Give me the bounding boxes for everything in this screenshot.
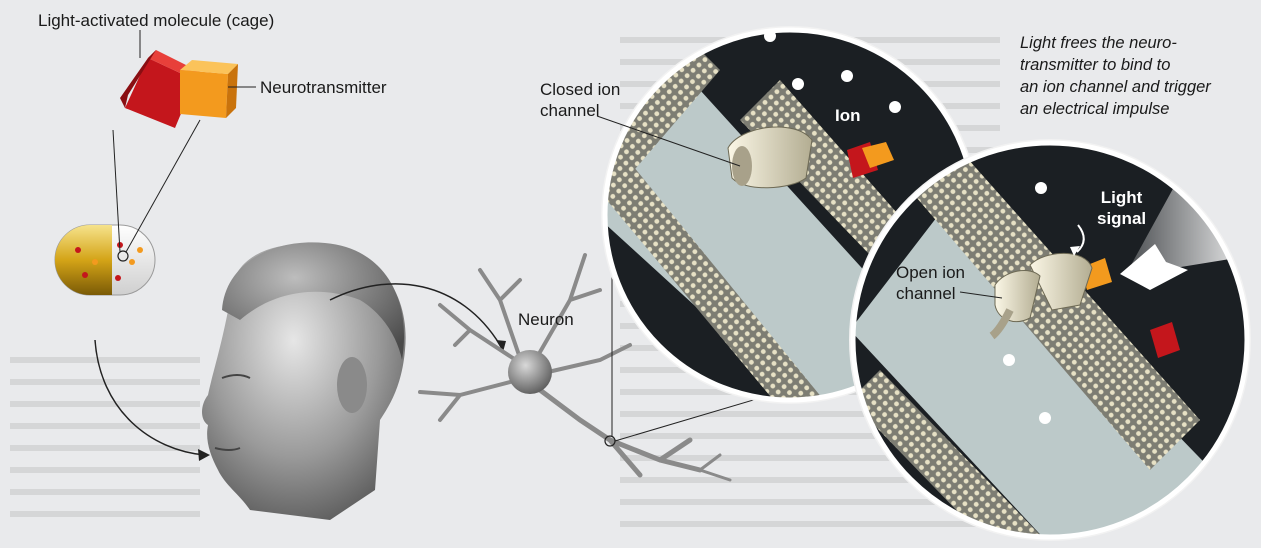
neuron-soma: [508, 350, 552, 394]
cage-label: Light-activated molecule (cage): [38, 10, 274, 31]
open-channel-panel: [849, 139, 1261, 548]
open-channel-label-line: Open ion: [896, 262, 965, 283]
closed-channel-label: Closed ion channel: [540, 79, 620, 121]
neurotransmitter-label: Neurotransmitter: [260, 77, 387, 98]
light-signal-label-line: Light: [1097, 187, 1146, 208]
caption-line: transmitter to bind to: [1020, 54, 1211, 76]
caption-line: an ion channel and trigger: [1020, 76, 1211, 98]
pill-capsule: [55, 225, 155, 295]
neuron-label: Neuron: [518, 309, 574, 330]
light-signal-label-line: signal: [1097, 208, 1146, 229]
caption-line: an electrical impulse: [1020, 98, 1211, 120]
closed-channel-label-line: Closed ion: [540, 79, 620, 100]
open-channel-label: Open ion channel: [896, 262, 965, 304]
head-illustration: [202, 242, 406, 520]
pill-zoom-line: [126, 120, 200, 252]
light-signal-label: Light signal: [1097, 187, 1146, 229]
open-channel-label-line: channel: [896, 283, 965, 304]
neurotransmitter-molecule: [180, 60, 238, 118]
ion-label: Ion: [835, 105, 861, 126]
closed-channel-label-line: channel: [540, 100, 620, 121]
pill-to-head-arrowhead: [198, 449, 210, 461]
caption-text: Light frees the neuro- transmitter to bi…: [1020, 32, 1211, 120]
caption-line: Light frees the neuro-: [1020, 32, 1211, 54]
